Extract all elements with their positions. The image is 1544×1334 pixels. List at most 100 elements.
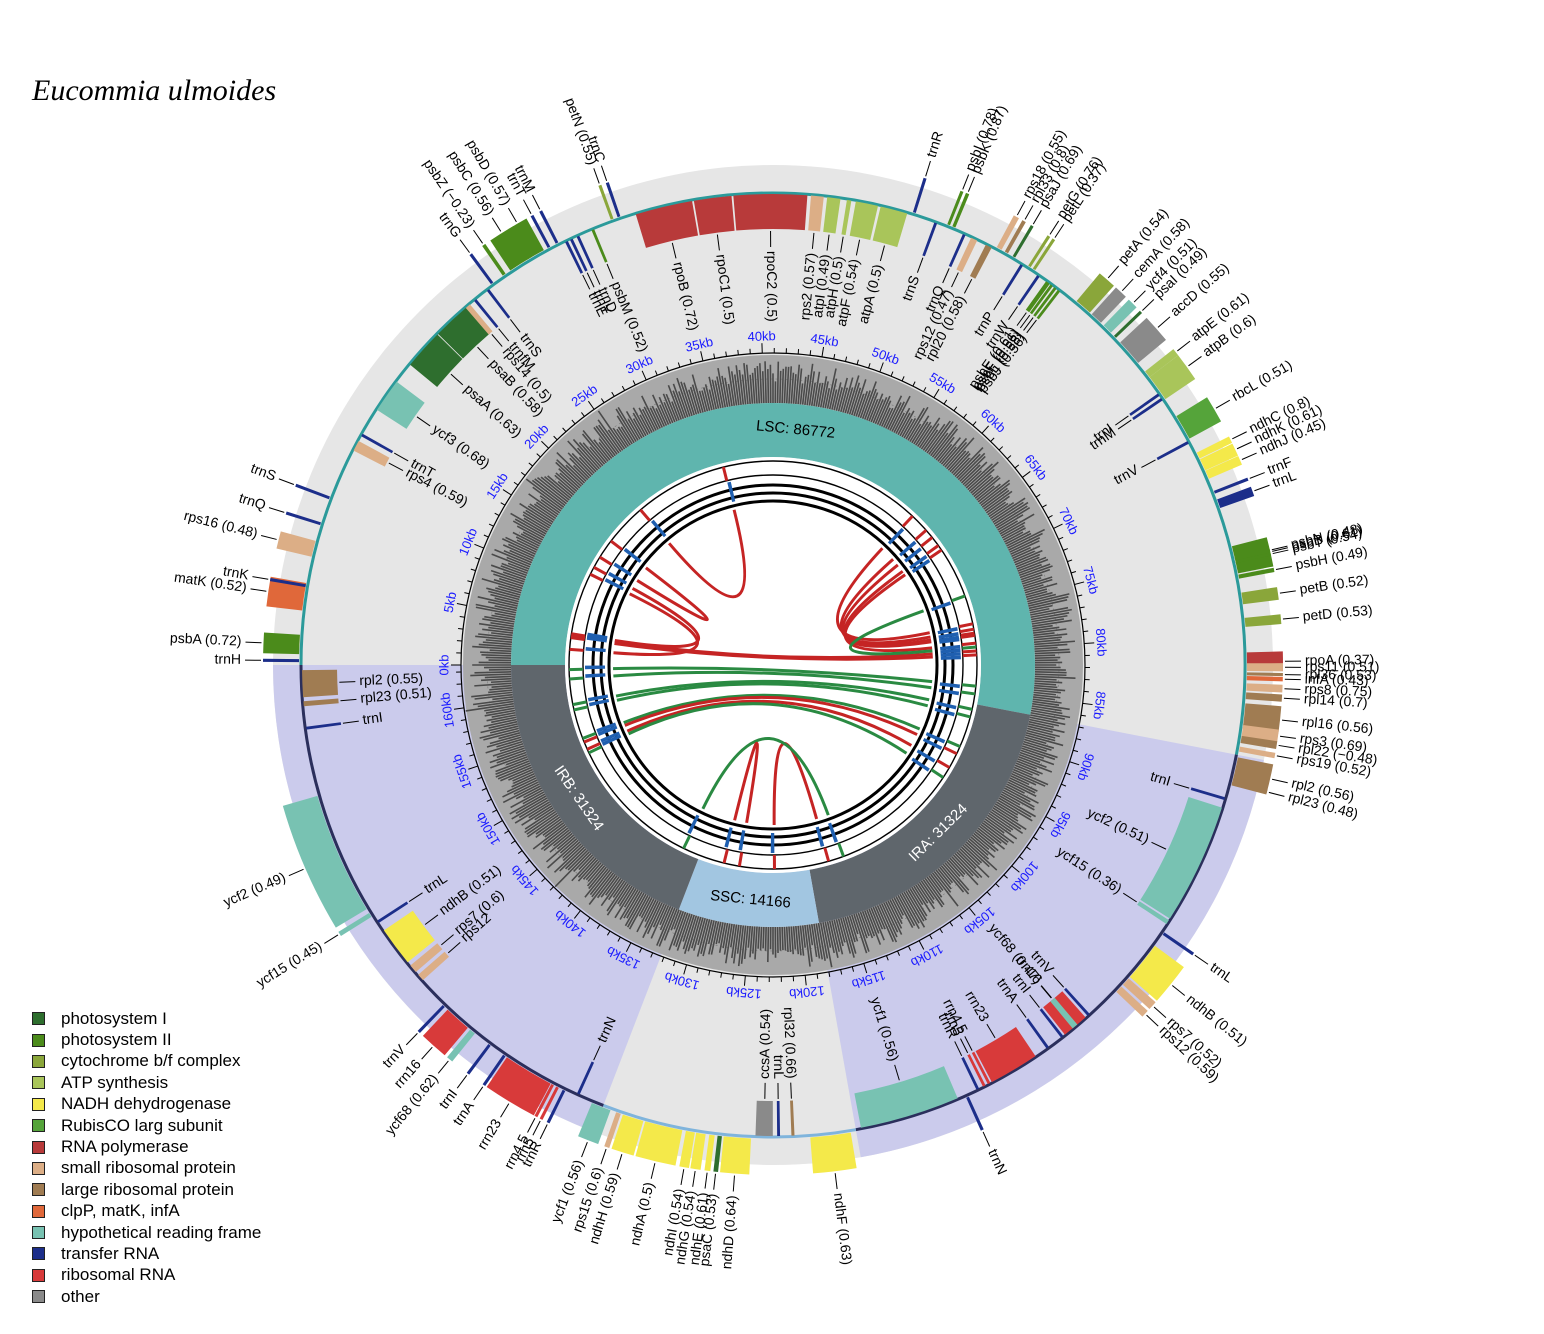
gene-block xyxy=(565,241,584,274)
gc-content-ring xyxy=(463,355,1083,975)
gene-leader xyxy=(581,1141,588,1158)
repeat-marker xyxy=(585,665,606,670)
legend-label: ribosomal RNA xyxy=(61,1265,176,1285)
gene-label: rrn23 xyxy=(474,1116,505,1152)
repeat-marker xyxy=(600,731,621,743)
gene-label: rpoC2 (0.5) xyxy=(764,251,780,322)
gene-label: ndhA (0.5) xyxy=(626,1181,656,1248)
legend-label: other xyxy=(61,1286,100,1306)
gene-block xyxy=(1246,676,1283,682)
legend-item: photosystem II xyxy=(32,1029,261,1050)
legend-item: transfer RNA xyxy=(32,1243,261,1264)
gene-block xyxy=(486,1057,551,1116)
gene-leader xyxy=(1133,290,1146,303)
gene-leader xyxy=(964,1036,973,1051)
gene-block xyxy=(1033,287,1057,317)
repeat-tick xyxy=(570,636,585,642)
gene-block xyxy=(1129,945,1184,1001)
gene-leader xyxy=(680,1169,685,1186)
gene-leader xyxy=(1278,744,1295,749)
legend-label: hypothetical reading frame xyxy=(61,1222,262,1242)
gene-leader xyxy=(1054,223,1065,238)
gene-block xyxy=(422,1009,468,1056)
gene-label: petD (0.53) xyxy=(1302,602,1373,624)
legend-swatch xyxy=(32,1076,45,1090)
gc-bars xyxy=(465,361,1076,968)
legend-swatch xyxy=(32,1033,45,1047)
gene-block xyxy=(1137,901,1169,924)
gene-block xyxy=(922,222,938,257)
gene-leader xyxy=(527,1118,536,1133)
gene-leader xyxy=(954,1041,963,1057)
repeat-marker xyxy=(904,547,922,563)
repeat-marker xyxy=(587,632,608,640)
gene-label: trnS xyxy=(249,460,279,484)
legend-label: RNA polymerase xyxy=(61,1137,189,1157)
gene-leader xyxy=(324,934,339,944)
legend-label: clpP, matK, infA xyxy=(61,1201,180,1221)
repeat-tick xyxy=(589,572,604,582)
gene-label: rps11 (0.51) xyxy=(1305,658,1380,674)
gene-leader xyxy=(1115,415,1129,426)
gene-block xyxy=(1091,287,1126,323)
repeat-tick xyxy=(583,735,598,744)
legend-swatch xyxy=(32,1097,45,1111)
gene-block xyxy=(1205,456,1242,479)
repeat-tick xyxy=(737,852,744,867)
repeat-links xyxy=(613,509,933,826)
gene-leader xyxy=(1276,755,1293,760)
gene-block xyxy=(975,1027,1036,1083)
repeat-link xyxy=(613,670,932,690)
gene-leader xyxy=(671,242,677,259)
gene-label: petB (0.52) xyxy=(1298,571,1369,597)
repeat-marker xyxy=(911,757,930,772)
gene-label: trnR xyxy=(923,129,946,159)
gene-block xyxy=(1196,436,1233,459)
tick-label: 45kb xyxy=(810,330,840,349)
gene-leader xyxy=(1016,200,1026,216)
backbone-ssc xyxy=(602,1104,857,1139)
gene-block xyxy=(302,669,339,698)
gene-block xyxy=(1235,552,1272,564)
repeat-tick xyxy=(960,631,975,637)
gene-leader xyxy=(716,234,720,251)
tick-label: 40kb xyxy=(747,328,776,344)
gene-leader xyxy=(1275,566,1292,571)
gene-leader xyxy=(592,269,601,285)
gene-leader xyxy=(1249,472,1265,479)
repeat-tick xyxy=(599,555,613,566)
repeat-marker xyxy=(770,832,775,853)
gene-block xyxy=(591,229,608,263)
repeat-marker xyxy=(727,481,736,503)
gene-block xyxy=(956,237,978,273)
repeat-tick xyxy=(962,645,977,650)
gene-block xyxy=(295,483,330,500)
repeat-tick xyxy=(961,683,977,688)
gene-block xyxy=(713,1135,722,1173)
repeat-marker xyxy=(940,652,961,657)
gene-block xyxy=(418,951,449,981)
gene-leader xyxy=(894,1064,900,1081)
tick-label: 5kb xyxy=(441,590,460,613)
gene-leader xyxy=(582,274,591,290)
repeat-marker xyxy=(936,701,957,710)
repeat-marker xyxy=(596,722,617,733)
gene-leader xyxy=(405,1033,418,1046)
gene-block xyxy=(1149,355,1196,400)
gene-leader xyxy=(447,941,461,954)
gene-label: trnL xyxy=(1208,959,1237,986)
legend-label: transfer RNA xyxy=(61,1243,160,1263)
gene-leader xyxy=(1107,265,1120,279)
gene-label: rps2 (0.57) xyxy=(796,252,818,321)
repeat-tick xyxy=(920,536,934,548)
gene-leader xyxy=(1279,590,1296,594)
gene-block xyxy=(1246,663,1283,672)
repeat-marker xyxy=(940,648,961,654)
gene-block xyxy=(952,192,970,228)
gene-leader xyxy=(250,588,267,592)
gene-block xyxy=(872,206,908,248)
gene-leader xyxy=(491,217,502,232)
repeat-link xyxy=(836,547,931,642)
repeat-tick xyxy=(958,704,973,711)
gene-label: infA (0.43) xyxy=(1305,670,1369,688)
